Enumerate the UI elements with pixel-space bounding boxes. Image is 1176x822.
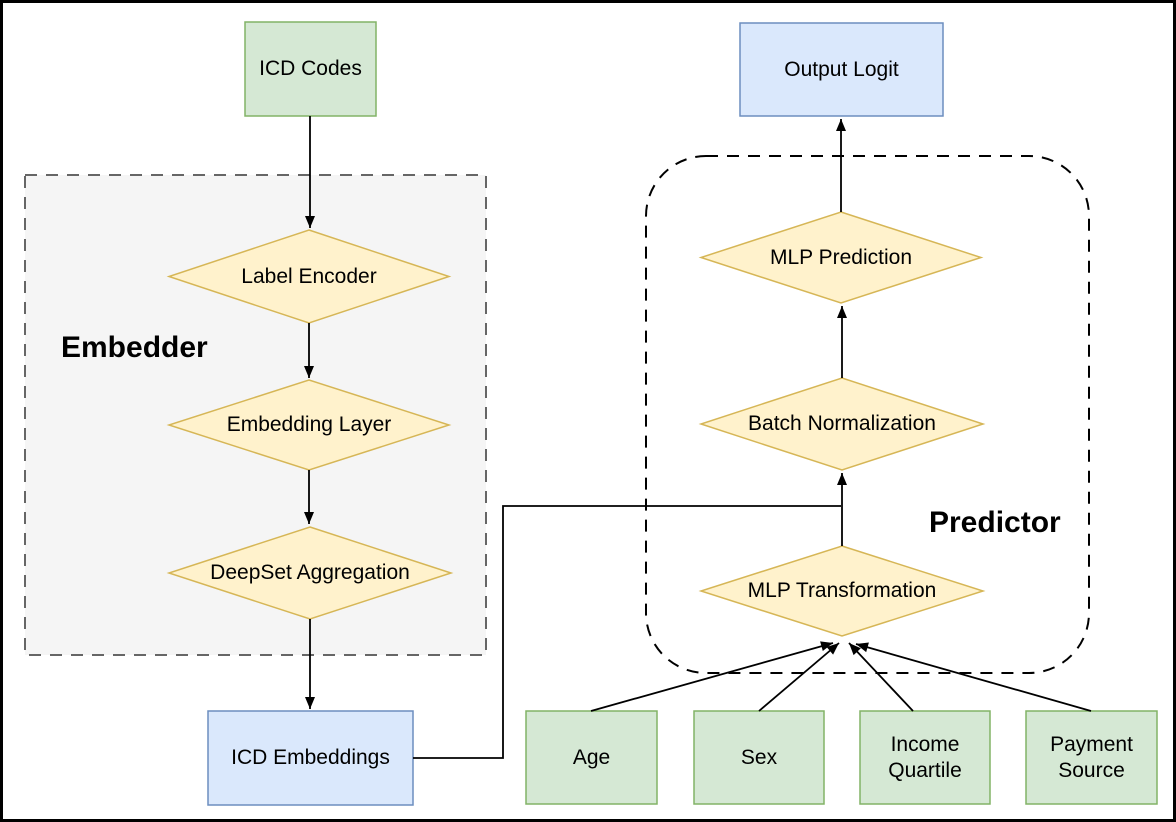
income-quartile-label: Income Quartile [888,732,962,782]
payment-source-label: Payment Source [1050,732,1133,782]
batch-normalization-label: Batch Normalization [748,412,936,435]
age-label: Age [572,745,611,769]
icd-embeddings-label: ICD Embeddings [231,746,390,769]
mlp-prediction-diamond [698,211,984,304]
deepset-aggregation-label: DeepSet Aggregation [210,561,410,584]
output-logit-node [739,22,944,117]
edge-paymentsource-mlptransformation [855,642,1092,712]
mlp-prediction-label: MLP Prediction [769,245,913,269]
edges-group [304,116,1092,759]
embedding-layer-label: Embedding Layer [226,413,392,436]
edge-incomequartile-mlptransformation [848,642,914,712]
sex-node [693,710,825,805]
payment-source-node [1025,710,1158,805]
label-encoder-label: Label Encoder [241,264,377,288]
diagram-shapes-layer [24,21,1158,806]
sex-label: Sex [740,745,778,769]
income-quartile-node [859,710,991,805]
mlp-transformation-diamond [698,545,986,637]
edge-icdembeddings-batchnorm [413,505,841,759]
icd-codes-node [244,21,377,117]
icd-embeddings-node [207,710,414,806]
predictor-container-label: Predictor [929,506,1061,539]
mlp-transformation-label: MLP Transformation [747,579,937,602]
edge-age-mlptransformation [590,641,834,712]
batch-normalization-diamond [698,377,986,471]
age-node [525,710,658,805]
output-logit-label: Output Logit [784,57,899,81]
icd-codes-label: ICD Codes [259,57,362,80]
predictor-container [645,155,1090,674]
embedder-container-label: Embedder [61,331,208,364]
edge-sex-mlptransformation [758,642,840,712]
